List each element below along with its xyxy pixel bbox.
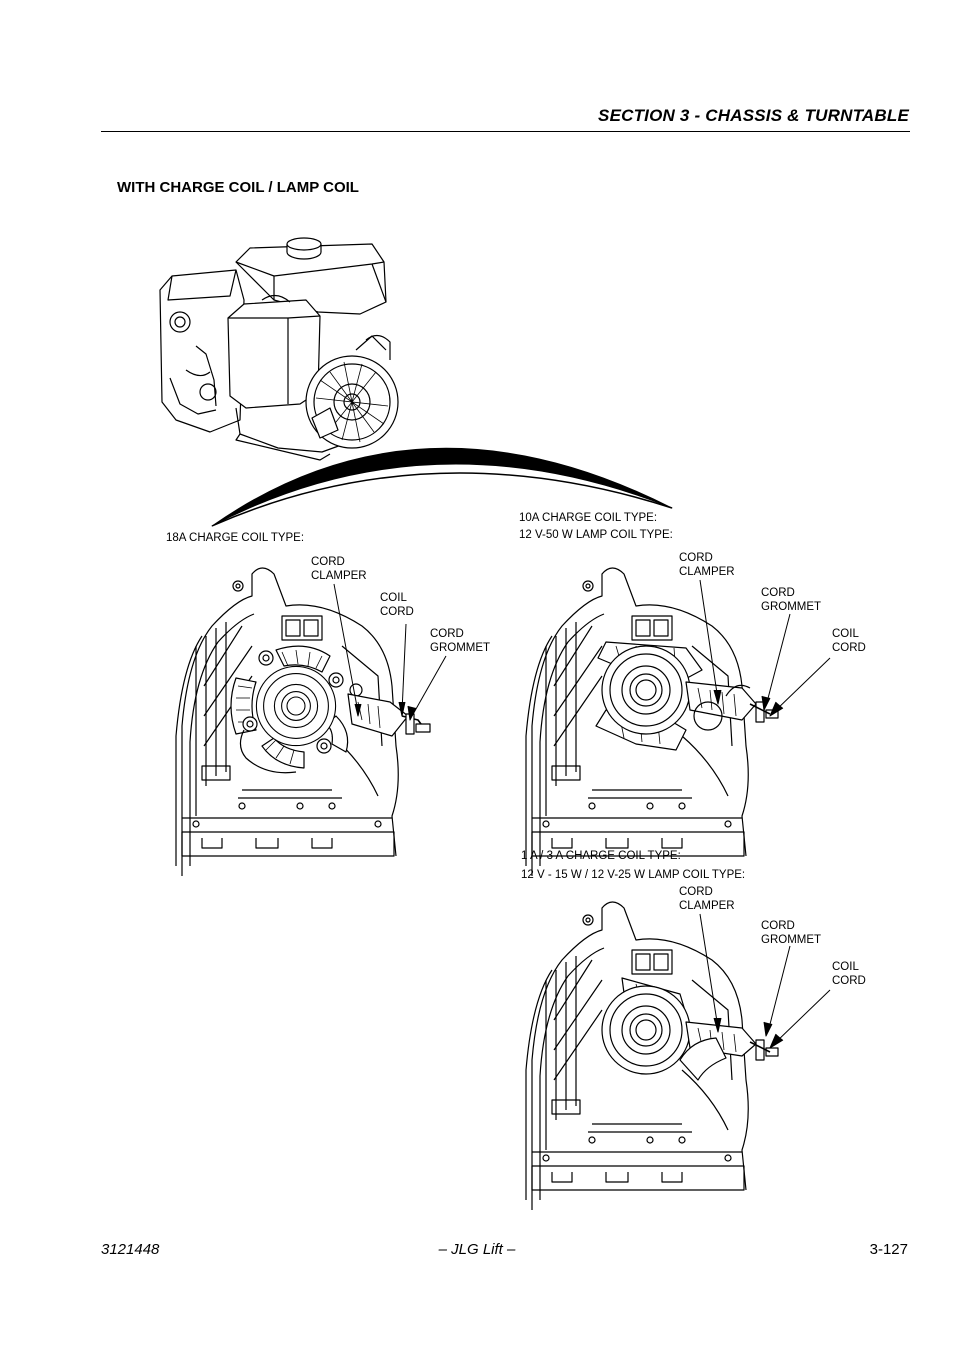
panel-10a-coil-cord-label: COIL CORD xyxy=(832,628,866,654)
panel-1a3a-drawing xyxy=(525,901,779,1211)
footer-page-number: 3-127 xyxy=(869,1241,908,1258)
panel-10a-cord-clamper-label: CORD CLAMPER xyxy=(679,552,735,578)
section-title: SECTION 3 - CHASSIS & TURNTABLE xyxy=(598,106,909,125)
panel-1a3a-title-line2: 12 V - 15 W / 12 V-25 W LAMP COIL TYPE: xyxy=(521,869,746,881)
leader-lines xyxy=(333,579,831,1049)
panel-1a3a-coil-cord-label: COIL CORD xyxy=(832,961,866,987)
subheading: WITH CHARGE COIL / LAMP COIL xyxy=(117,179,359,196)
panel-18a-cord-grommet-label: CORD GROMMET xyxy=(430,628,491,654)
panel-1a3a-cord-clamper-label: CORD CLAMPER xyxy=(679,886,735,912)
panel-10a-drawing xyxy=(525,567,779,877)
panel-1a3a-cord-grommet-label: CORD GROMMET xyxy=(761,920,822,946)
panel-18a-cord-clamper-label: CORD CLAMPER xyxy=(311,556,367,582)
header-rule xyxy=(101,131,910,132)
footer-doc-number: 3121448 xyxy=(101,1241,160,1258)
footer-center: – JLG Lift – xyxy=(438,1241,516,1258)
panel-1a3a-title-line1: 1 A / 3 A CHARGE COIL TYPE: xyxy=(521,850,681,862)
engine-illustration xyxy=(159,237,399,461)
panel-10a-cord-grommet-label: CORD GROMMET xyxy=(761,587,822,613)
panel-10a-title-line2: 12 V-50 W LAMP COIL TYPE: xyxy=(519,529,673,541)
panel-18a-coil-cord-label: COIL CORD xyxy=(380,592,414,618)
panel-10a-title-line1: 10A CHARGE COIL TYPE: xyxy=(519,512,658,524)
panel-18a-title: 18A CHARGE COIL TYPE: xyxy=(166,532,305,544)
